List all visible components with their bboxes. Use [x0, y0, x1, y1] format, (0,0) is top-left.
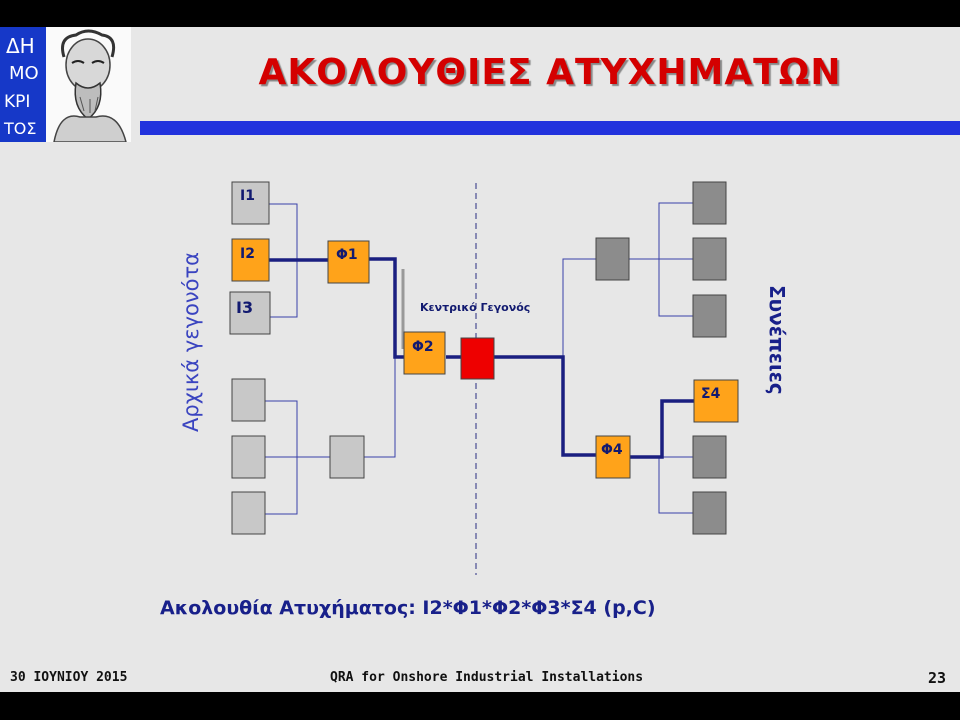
central-event-node	[460, 337, 495, 380]
node-i3	[229, 291, 271, 335]
accident-sequence-formula: Ακολουθία Ατυχήματος: I2*Φ1*Φ2*Φ3*Σ4 (p,…	[160, 597, 656, 619]
branch-upper-right-stem	[562, 258, 596, 357]
node-f2	[403, 331, 446, 375]
node-f2-label: Φ2	[412, 339, 434, 355]
branch-lower-to-f2	[364, 273, 396, 458]
node-left-mid-lower	[329, 435, 365, 479]
accident-sequence-diagram: I1 I2 I3 Φ1 Φ2 Κεντρικό Γεγονός Σ4 Φ4 Αρ…	[179, 181, 789, 575]
node-left-5	[231, 435, 266, 479]
logo-line-1: ΔΗ	[6, 34, 35, 58]
slide-title: ΑΚΟΛΟΥΘΙΕΣ ΑΤΥΧΗΜΑΤΩΝ	[258, 52, 842, 93]
node-s4-label: Σ4	[701, 386, 721, 402]
logo-line-4: ΤΟΣ	[3, 119, 36, 138]
node-f4	[595, 435, 631, 479]
footer-page-number: 23	[928, 669, 947, 687]
node-i1	[231, 181, 270, 225]
node-left-6	[231, 491, 266, 535]
node-right-6	[692, 491, 727, 535]
logo-line-2: ΜΟ	[9, 63, 39, 84]
footer-course-title: QRA for Onshore Industrial Installations	[330, 670, 644, 685]
node-f4-label: Φ4	[601, 442, 623, 458]
footer-date: 30 ΙΟΥΝΙΟΥ 2015	[10, 670, 128, 685]
node-s4	[693, 379, 739, 423]
central-event-label: Κεντρικό Γεγονός	[420, 301, 530, 314]
accident-path	[268, 257, 694, 459]
title-underline-bar	[140, 121, 960, 135]
democritus-portrait-icon	[46, 27, 131, 142]
node-right-3	[692, 294, 727, 338]
node-right-2	[692, 237, 727, 281]
node-right-mid-upper	[595, 237, 630, 281]
initial-events-axis-label: Αρχικά γεγονότα	[179, 252, 203, 432]
node-i2-label: I2	[240, 246, 255, 262]
node-left-4	[231, 378, 266, 422]
logo-line-3: ΚΡΙ	[4, 92, 30, 112]
node-i2	[231, 238, 270, 282]
node-i3-label: I3	[236, 298, 253, 317]
node-f1	[327, 240, 370, 284]
logo-lettering: ΔΗ ΜΟ ΚΡΙ ΤΟΣ	[3, 34, 39, 138]
node-right-5	[692, 435, 727, 479]
node-i1-label: I1	[240, 188, 255, 204]
consequences-axis-label: Συνέπειες	[765, 285, 789, 395]
branch-lower-right	[658, 456, 693, 514]
slide: ΔΗ ΜΟ ΚΡΙ ΤΟΣ ΑΚΟΛΟΥΘΙΕΣ ΑΤΥΧΗΜΑΤΩΝ	[0, 27, 960, 692]
democritus-logo: ΔΗ ΜΟ ΚΡΙ ΤΟΣ	[0, 27, 131, 142]
node-f1-label: Φ1	[336, 247, 358, 263]
node-right-1	[692, 181, 727, 225]
logo-text-panel: ΔΗ ΜΟ ΚΡΙ ΤΟΣ	[0, 27, 46, 142]
